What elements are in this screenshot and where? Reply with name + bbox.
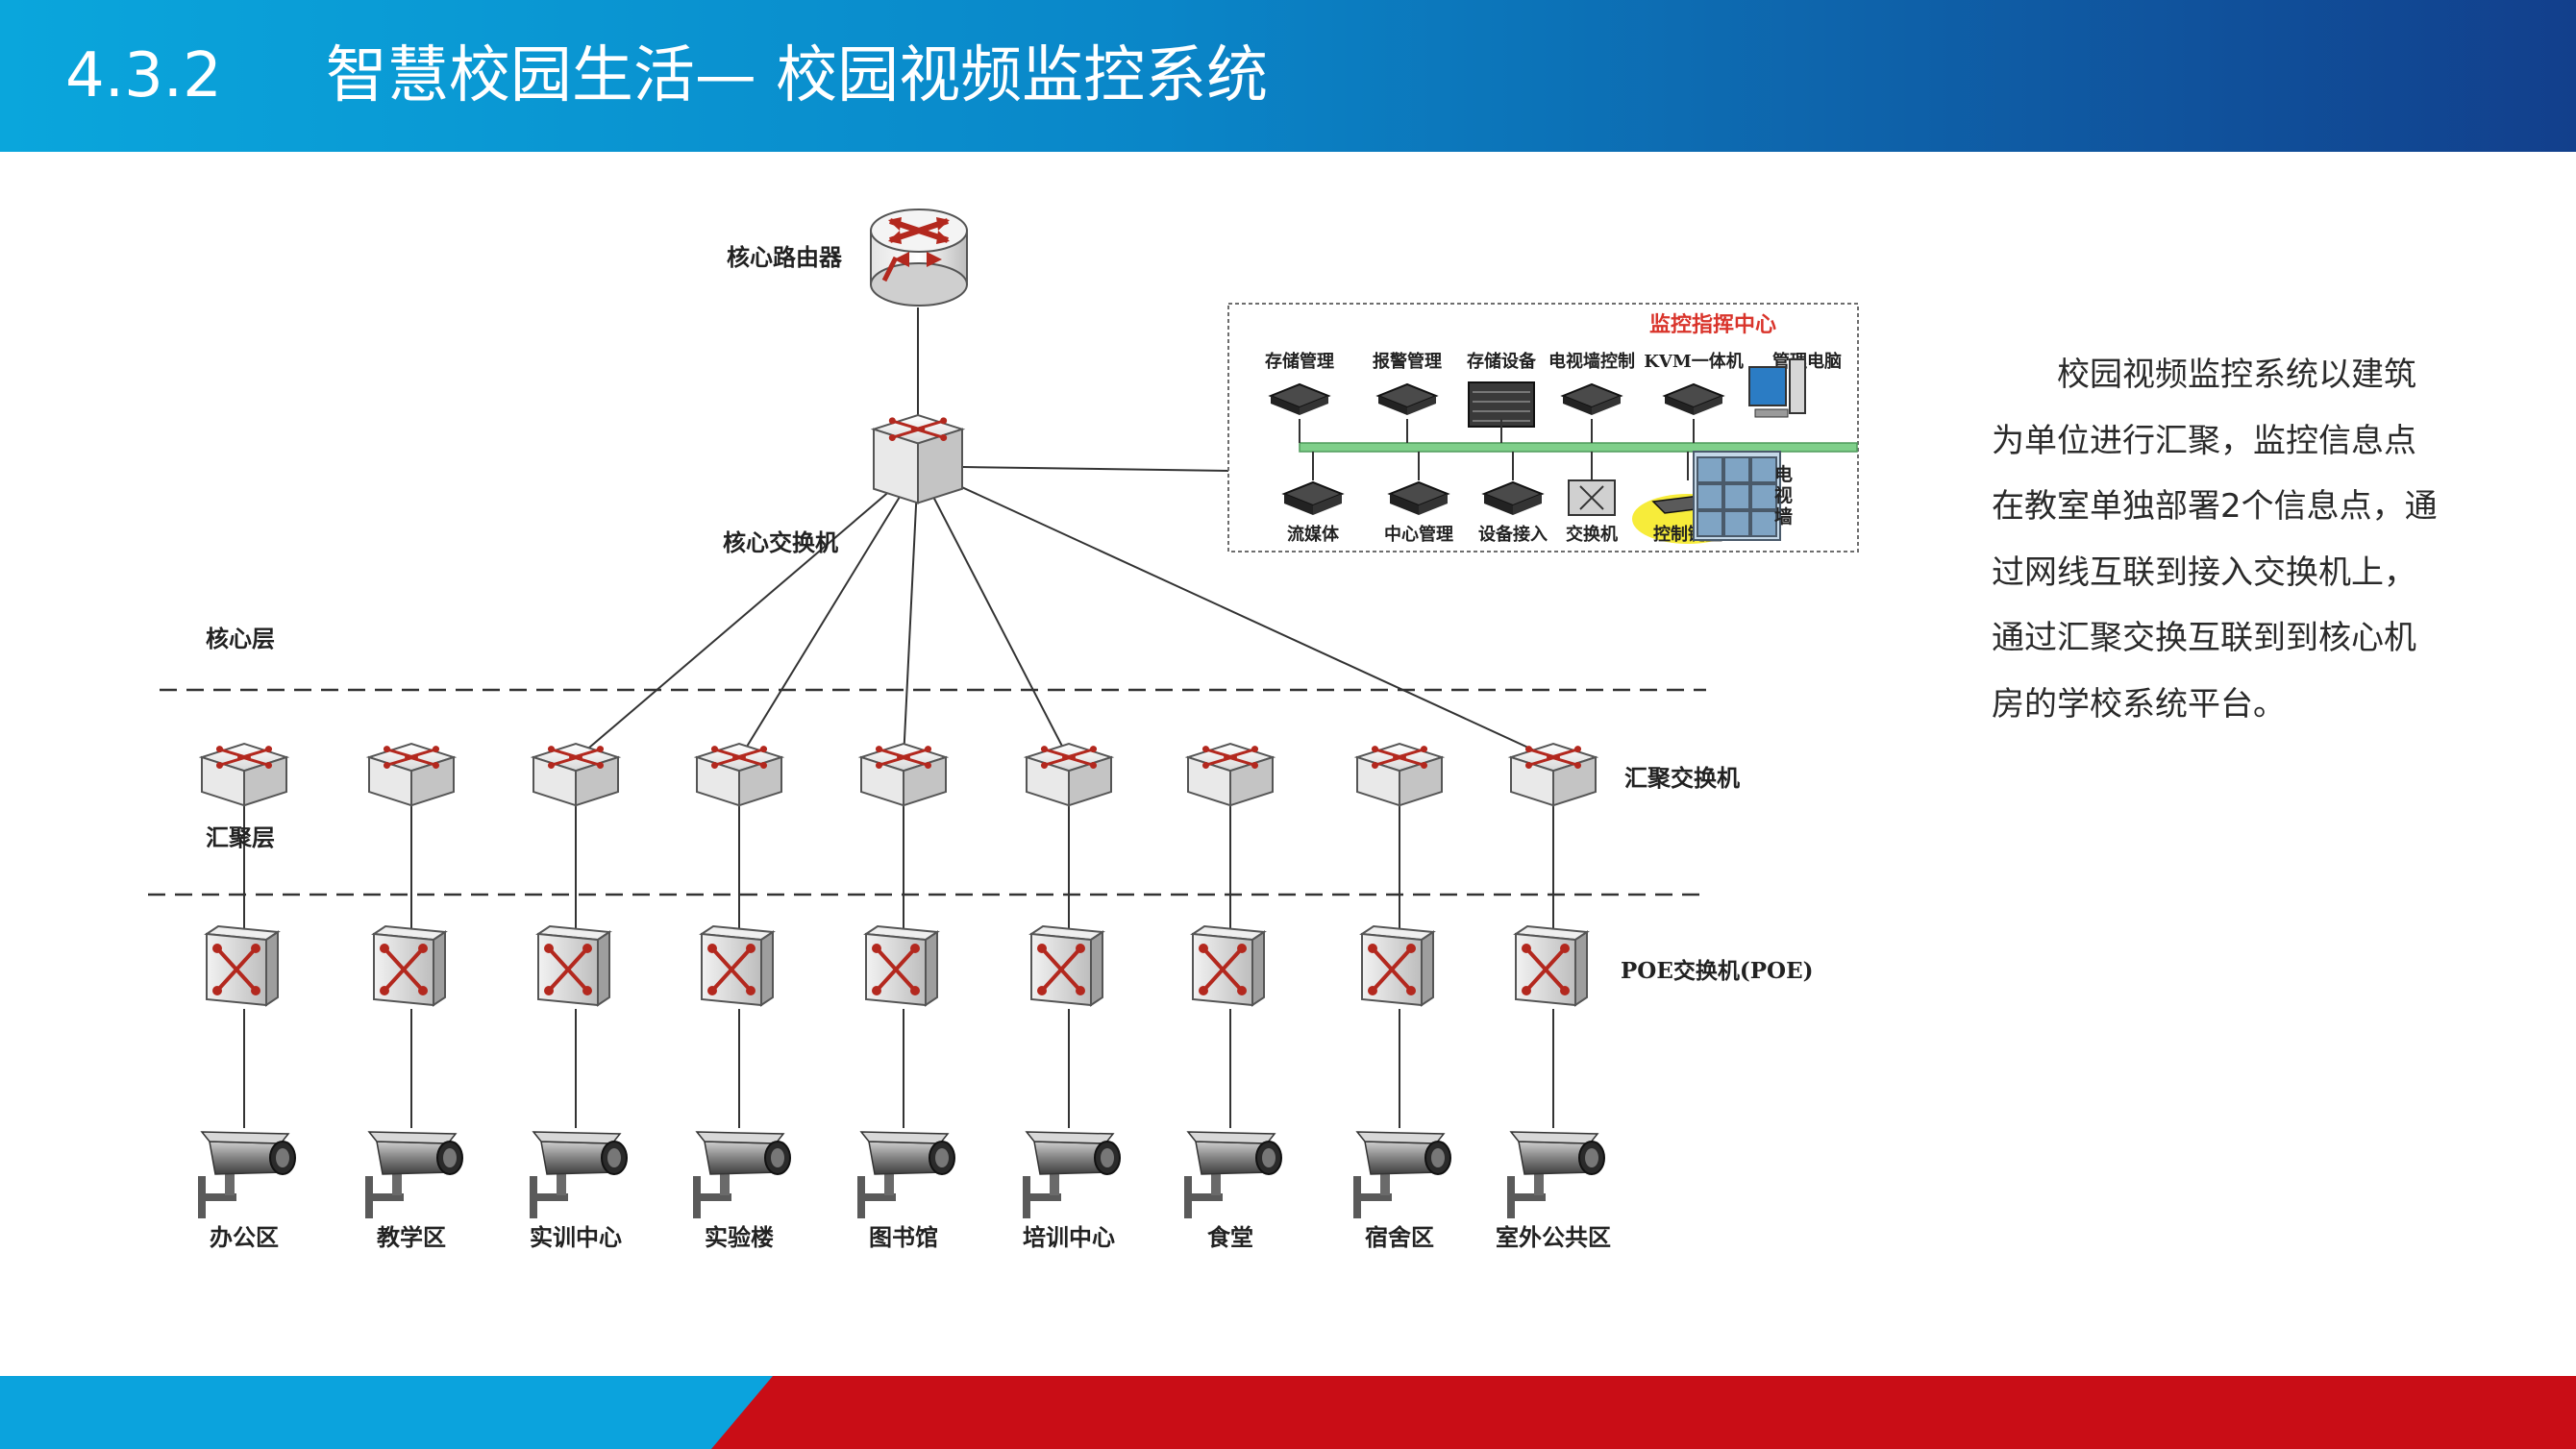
aggregation-switch-icon — [530, 742, 622, 807]
aggregation-switch-label: 汇聚交换机 — [1624, 764, 1740, 792]
poe-switch-icon — [1513, 924, 1590, 1007]
aggregation-layer-label: 汇聚层 — [206, 823, 275, 851]
core-to-aggregation-link — [917, 466, 1554, 760]
control-center-device-icon — [1662, 382, 1725, 443]
tv-screen — [1697, 483, 1723, 510]
poe-switch-icon — [699, 924, 776, 1007]
core-layer-label: 核心层 — [206, 625, 275, 652]
camera-icon — [857, 1131, 955, 1218]
control-center-device-icon — [1468, 381, 1535, 443]
poe-switch-icon — [1359, 924, 1436, 1007]
poe-switch-icon — [371, 924, 448, 1007]
header-bar: 4.3.2 智慧校园生活— 校园视频监控系统 — [0, 0, 2576, 152]
aggregation-switch-icon — [693, 742, 785, 807]
tv-screen — [1723, 456, 1750, 483]
tv-screen — [1697, 456, 1723, 483]
zone-label: 宿舍区 — [1365, 1223, 1434, 1251]
management-pc-icon — [1748, 358, 1806, 418]
aggregation-switch-icon — [1353, 742, 1446, 807]
zone-label: 食堂 — [1207, 1223, 1253, 1251]
control-center-title: 监控指挥中心 — [1649, 312, 1776, 337]
title-text: 智慧校园生活— 校园视频监控系统 — [325, 40, 1269, 111]
tv-screen — [1697, 510, 1723, 537]
core-switch-icon — [870, 413, 966, 504]
camera-icon — [365, 1131, 463, 1218]
tv-screen — [1723, 483, 1750, 510]
core-router-label: 核心路由器 — [727, 243, 843, 271]
control-center-bottom-label: 交换机 — [1566, 524, 1618, 545]
camera-icon — [198, 1131, 296, 1218]
tv-wall-label: 电 视 墙 — [1774, 463, 1799, 528]
zone-label: 图书馆 — [869, 1223, 938, 1251]
poe-switch-icon — [535, 924, 612, 1007]
core-router-icon — [870, 209, 968, 307]
core-to-aggregation-link — [903, 466, 919, 760]
camera-icon — [693, 1131, 791, 1218]
core-to-aggregation-link — [738, 466, 919, 760]
network-diagram: 核心路由器 核心交换机 核心层 汇聚层 汇聚交换机 POE交换机(POE) 办公… — [148, 209, 1859, 1251]
poe-switch-icon — [1028, 924, 1105, 1007]
poe-switch-icon — [204, 924, 281, 1007]
poe-switch-icon — [863, 924, 940, 1007]
zone-label: 办公区 — [210, 1223, 279, 1251]
aggregation-switch-icon — [198, 742, 290, 807]
section-number: 4.3.2 — [65, 40, 222, 111]
control-center-device-icon — [1268, 382, 1331, 443]
control-center-bus — [1299, 442, 1858, 453]
core-to-aggregation-link — [575, 466, 919, 760]
control-center-top-label: KVM一体机 — [1644, 351, 1744, 372]
zone-label: 培训中心 — [1023, 1223, 1115, 1251]
description-text: 校园视频监控系统以建筑为单位进行汇聚，监控信息点在教室单独部署2个信息点，通过网… — [1992, 356, 2438, 724]
core-switch-cube — [870, 413, 966, 504]
camera-icon — [1184, 1131, 1282, 1218]
aggregation-switch-icon — [1507, 742, 1599, 807]
camera-icon — [1353, 1131, 1451, 1218]
core-switch-label: 核心交换机 — [723, 528, 838, 556]
aggregation-switch-icon — [1023, 742, 1115, 807]
control-center-link — [962, 466, 1231, 472]
tv-screen — [1750, 456, 1777, 483]
camera-icon — [530, 1131, 628, 1218]
control-center-top-label: 报警管理 — [1373, 351, 1442, 372]
tv-screen — [1750, 483, 1777, 510]
control-center-bottom-label: 中心管理 — [1384, 524, 1453, 545]
zone-label: 实训中心 — [530, 1223, 622, 1251]
aggregation-switch-icon — [857, 742, 950, 807]
tv-screen — [1723, 510, 1750, 537]
aggregation-switch-icon — [365, 742, 458, 807]
zone-label: 教学区 — [377, 1223, 446, 1251]
control-center-device-icon — [1568, 452, 1616, 516]
control-center-device-icon — [1387, 452, 1450, 515]
camera-icon — [1507, 1131, 1605, 1218]
control-center-top-label: 电视墙控制 — [1548, 351, 1635, 372]
tv-screen — [1750, 510, 1777, 537]
control-center-device-icon — [1281, 452, 1345, 515]
poe-switch-label: POE交换机(POE) — [1621, 958, 1814, 984]
tv-wall-icon — [1693, 451, 1781, 541]
control-center-top-label: 存储管理 — [1265, 351, 1334, 372]
footer-bar — [0, 1376, 2576, 1449]
control-center-bottom-label: 设备接入 — [1478, 524, 1548, 545]
camera-icon — [1023, 1131, 1121, 1218]
control-center-device-icon — [1560, 382, 1623, 443]
zone-label: 实验楼 — [705, 1223, 774, 1251]
control-center-device-icon — [1481, 452, 1545, 515]
poe-switch-icon — [1190, 924, 1267, 1007]
zone-label: 室外公共区 — [1496, 1223, 1611, 1251]
footer-red — [711, 1376, 2576, 1449]
core-to-aggregation-link — [917, 466, 1070, 760]
page-title: 4.3.2 智慧校园生活— 校园视频监控系统 — [65, 23, 1268, 129]
control-center-bottom-label: 流媒体 — [1287, 524, 1340, 545]
control-center-device-icon — [1375, 382, 1439, 443]
control-center-top-label: 存储设备 — [1467, 351, 1537, 372]
aggregation-switch-icon — [1184, 742, 1276, 807]
